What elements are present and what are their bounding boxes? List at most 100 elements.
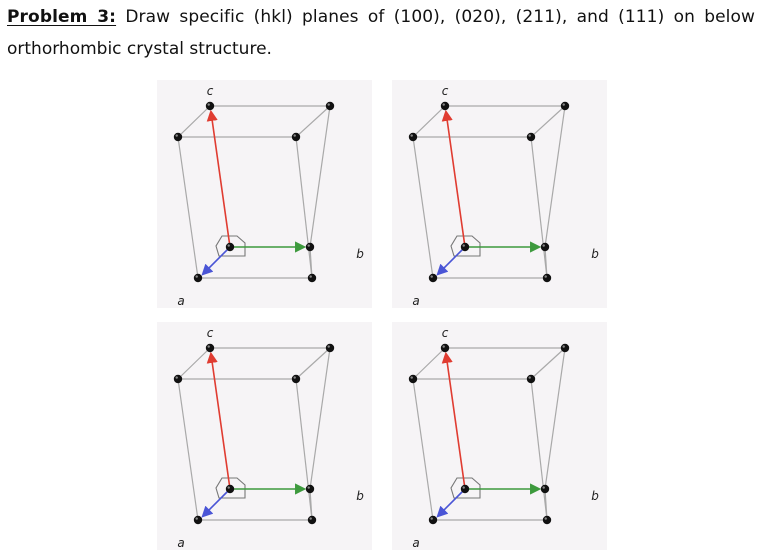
- atom-highlight: [309, 275, 312, 278]
- atom-highlight: [410, 376, 413, 379]
- axis-label-a: a: [177, 294, 184, 308]
- atom: [307, 515, 317, 525]
- axis-label-a: a: [412, 294, 419, 308]
- atom: [225, 484, 235, 494]
- a-axis-arrow: [201, 488, 231, 518]
- atom-highlight: [207, 345, 210, 348]
- atom: [291, 132, 301, 142]
- atom-highlight: [544, 517, 547, 520]
- axis-label-c: c: [207, 326, 214, 340]
- problem-heading: Problem 3: Draw specific (hkl) planes of…: [7, 4, 755, 30]
- atom: [173, 132, 183, 142]
- atom: [291, 374, 301, 384]
- atom-highlight: [327, 103, 330, 106]
- cell-edge: [295, 378, 313, 521]
- atom: [542, 273, 552, 283]
- atom-highlight: [175, 376, 178, 379]
- cell-edge: [177, 378, 199, 521]
- origin-hexagon-marker: [450, 477, 481, 499]
- atom: [193, 515, 203, 525]
- cell-edge: [295, 347, 331, 380]
- atom-highlight: [327, 345, 330, 348]
- atom-highlight: [462, 244, 465, 247]
- cell-edge: [530, 347, 566, 380]
- a-axis-arrow: [201, 246, 231, 276]
- unit-cell-diagram: c b a: [408, 326, 599, 550]
- axis-label-b: b: [591, 247, 599, 261]
- atom: [325, 101, 335, 111]
- atom-highlight: [175, 134, 178, 137]
- axis-label-b: b: [591, 489, 599, 503]
- atom-highlight: [307, 244, 310, 247]
- atom-highlight: [528, 376, 531, 379]
- cell-edge: [544, 105, 566, 248]
- atom: [560, 101, 570, 111]
- cell-edge: [177, 136, 199, 279]
- atom-highlight: [227, 486, 230, 489]
- atom-highlight: [542, 486, 545, 489]
- crystal-figure-4: c b a: [392, 322, 607, 550]
- atom: [560, 343, 570, 353]
- atom-highlight: [293, 134, 296, 137]
- atom: [440, 343, 450, 353]
- c-axis-arrow: [206, 109, 231, 248]
- atom: [526, 374, 536, 384]
- atom: [408, 374, 418, 384]
- atom: [428, 273, 438, 283]
- a-axis-arrow: [436, 246, 466, 276]
- origin-hexagon-marker: [450, 235, 481, 257]
- axis-label-c: c: [442, 326, 449, 340]
- cell-edge: [412, 347, 446, 380]
- atom-highlight: [309, 517, 312, 520]
- atom-highlight: [544, 275, 547, 278]
- atom-highlight: [442, 345, 445, 348]
- atom-highlight: [207, 103, 210, 106]
- cell-edge: [530, 378, 548, 521]
- atom: [305, 484, 315, 494]
- axis-label-b: b: [356, 489, 364, 503]
- cell-edge: [544, 347, 566, 490]
- cell-edge: [412, 378, 434, 521]
- axis-label-a: a: [177, 536, 184, 550]
- atom: [205, 343, 215, 353]
- atom: [225, 242, 235, 252]
- a-axis-arrow: [436, 488, 466, 518]
- atom-highlight: [562, 345, 565, 348]
- atom: [540, 484, 550, 494]
- atom-highlight: [410, 134, 413, 137]
- atom: [440, 101, 450, 111]
- cell-edge: [309, 105, 331, 248]
- cell-edge: [530, 136, 548, 279]
- atom: [325, 343, 335, 353]
- axis-label-a: a: [412, 536, 419, 550]
- cell-edge: [309, 347, 331, 490]
- atom: [542, 515, 552, 525]
- axis-label-c: c: [442, 84, 449, 98]
- atom-highlight: [195, 517, 198, 520]
- c-axis-arrow: [441, 109, 466, 248]
- problem-statement: Draw specific (hkl) planes of (100), (02…: [125, 7, 755, 27]
- atom-highlight: [442, 103, 445, 106]
- atom: [205, 101, 215, 111]
- atom: [526, 132, 536, 142]
- cell-edge: [177, 347, 211, 380]
- atom-highlight: [227, 244, 230, 247]
- cell-edge: [295, 136, 313, 279]
- unit-cell-diagram: c b a: [173, 326, 364, 550]
- unit-cell-diagram: cba: [173, 84, 364, 308]
- cell-edge: [530, 105, 566, 138]
- cell-edge: [412, 136, 434, 279]
- atom-highlight: [542, 244, 545, 247]
- axis-label-c: c: [207, 84, 214, 98]
- cell-edge: [295, 105, 331, 138]
- atom: [173, 374, 183, 384]
- atom-highlight: [293, 376, 296, 379]
- atom: [307, 273, 317, 283]
- unit-cell-diagram: c b a: [408, 84, 599, 308]
- atom-highlight: [195, 275, 198, 278]
- atom-highlight: [430, 517, 433, 520]
- atom: [460, 484, 470, 494]
- cell-edge: [177, 105, 211, 138]
- atom: [193, 273, 203, 283]
